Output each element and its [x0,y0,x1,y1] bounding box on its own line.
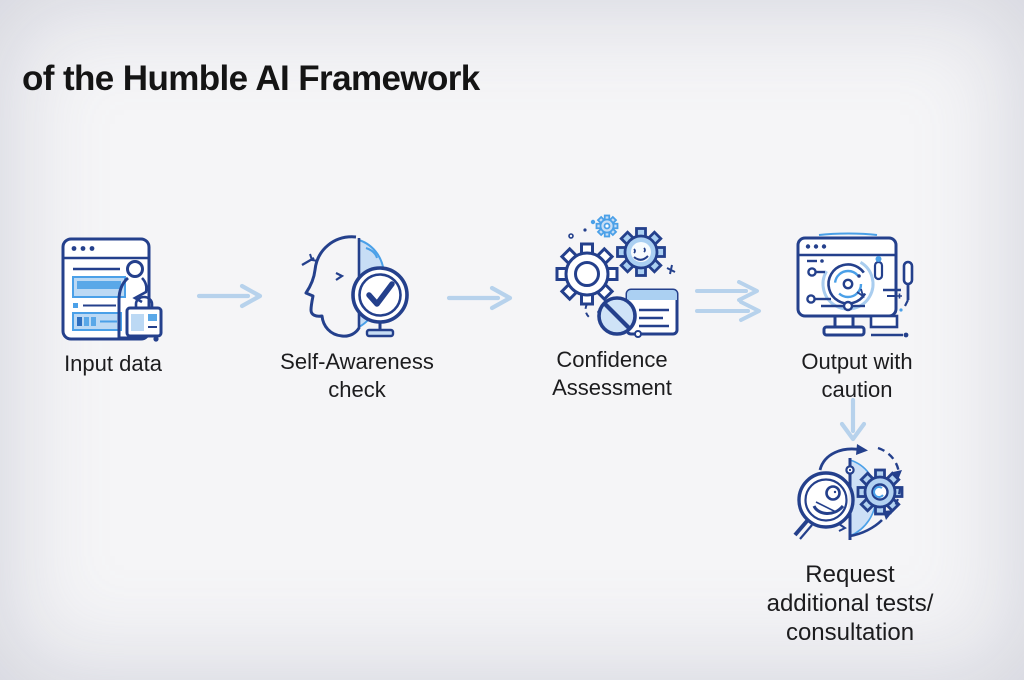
step-label-line: consultation [785,619,915,646]
flow-step-self-awareness-check: Self-Awareness check [245,220,469,404]
gears-document-prohibition-icon [555,214,679,338]
step-label-line: Output with [801,349,913,374]
step-label-line: Assessment [552,375,672,400]
step-label-line: additional tests/ [766,590,934,617]
browser-window-person-data-icon [61,237,163,342]
step-label: Self-Awareness check [280,348,434,404]
double-arrow-right [694,280,774,324]
step-label: Confidence Assessment [552,346,672,402]
step-label: Output with caution [801,348,912,404]
flow-step-input-data: Input data [1,222,225,378]
step-label-line: Input data [64,351,162,376]
flow-step-confidence-assessment: Confidence Assessment [500,214,724,402]
step-label: Request additional tests/ consultation [767,560,934,647]
down-arrow-icon [839,397,867,442]
double-right-arrow-icon [695,280,761,322]
arrow-right-1 [196,283,268,309]
right-arrow-icon [446,285,513,311]
head-profile-mirror-checkmark-icon [301,235,409,338]
step-label-line: caution [821,377,893,402]
right-arrow-icon [196,283,263,309]
input-data-icon-area [58,222,168,346]
confidence-assessment-icon-area [541,214,683,342]
page-title: of the Humble AI Framework [22,59,480,99]
step-label-line: Request [805,561,895,588]
flow-step-output-with-caution: Output with caution [745,220,969,404]
monitor-dial-screwdriver-icon [796,232,914,338]
step-label-line: Confidence [556,347,668,372]
arrow-down [839,397,867,443]
flow-step-request-additional-tests: Request additional tests/ consultation [738,444,962,647]
output-caution-icon-area [791,220,923,344]
request-additional-icon-area [790,444,910,548]
self-awareness-icon-area [296,220,418,344]
step-label: Input data [64,350,162,378]
magnifier-person-gear-cycle-icon [793,444,904,540]
step-label-line: Self-Awareness [280,349,434,374]
arrow-right-2 [446,285,518,311]
step-label-line: check [328,377,386,402]
